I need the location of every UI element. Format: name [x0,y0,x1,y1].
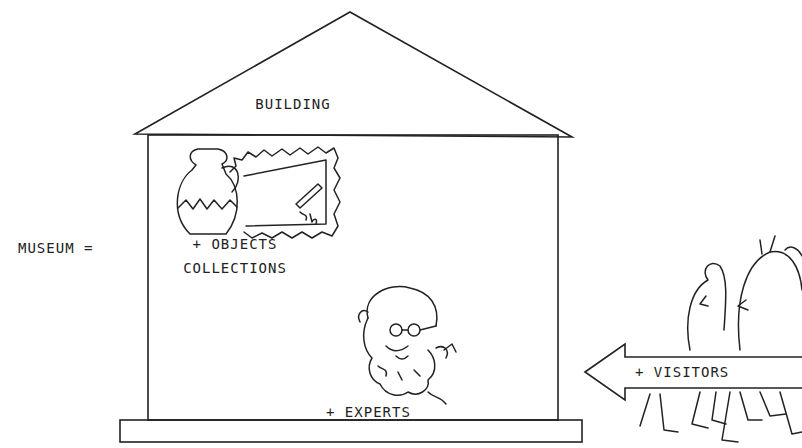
visitors-label: + VISITORS [635,360,795,384]
equation-label: MUSEUM = [18,236,128,260]
roof-outline [135,12,572,137]
expert-sketch [359,287,456,404]
visitors-sketch [640,236,802,442]
visitors-arrow: + VISITORS [585,342,802,402]
experts-label: + EXPERTS [326,400,436,424]
roof-label: BUILDING [238,92,348,116]
objects-label: + OBJECTS COLLECTIONS [170,232,300,280]
base-outline [120,420,582,442]
house-outline [120,10,585,444]
arrow-outline [585,344,802,400]
wall-outline [148,135,558,420]
painting-sketch [230,147,340,238]
house-building: BUILDING + OBJECTS COLLECTIONS + EXPERTS [120,10,585,444]
vase-sketch [177,149,238,234]
